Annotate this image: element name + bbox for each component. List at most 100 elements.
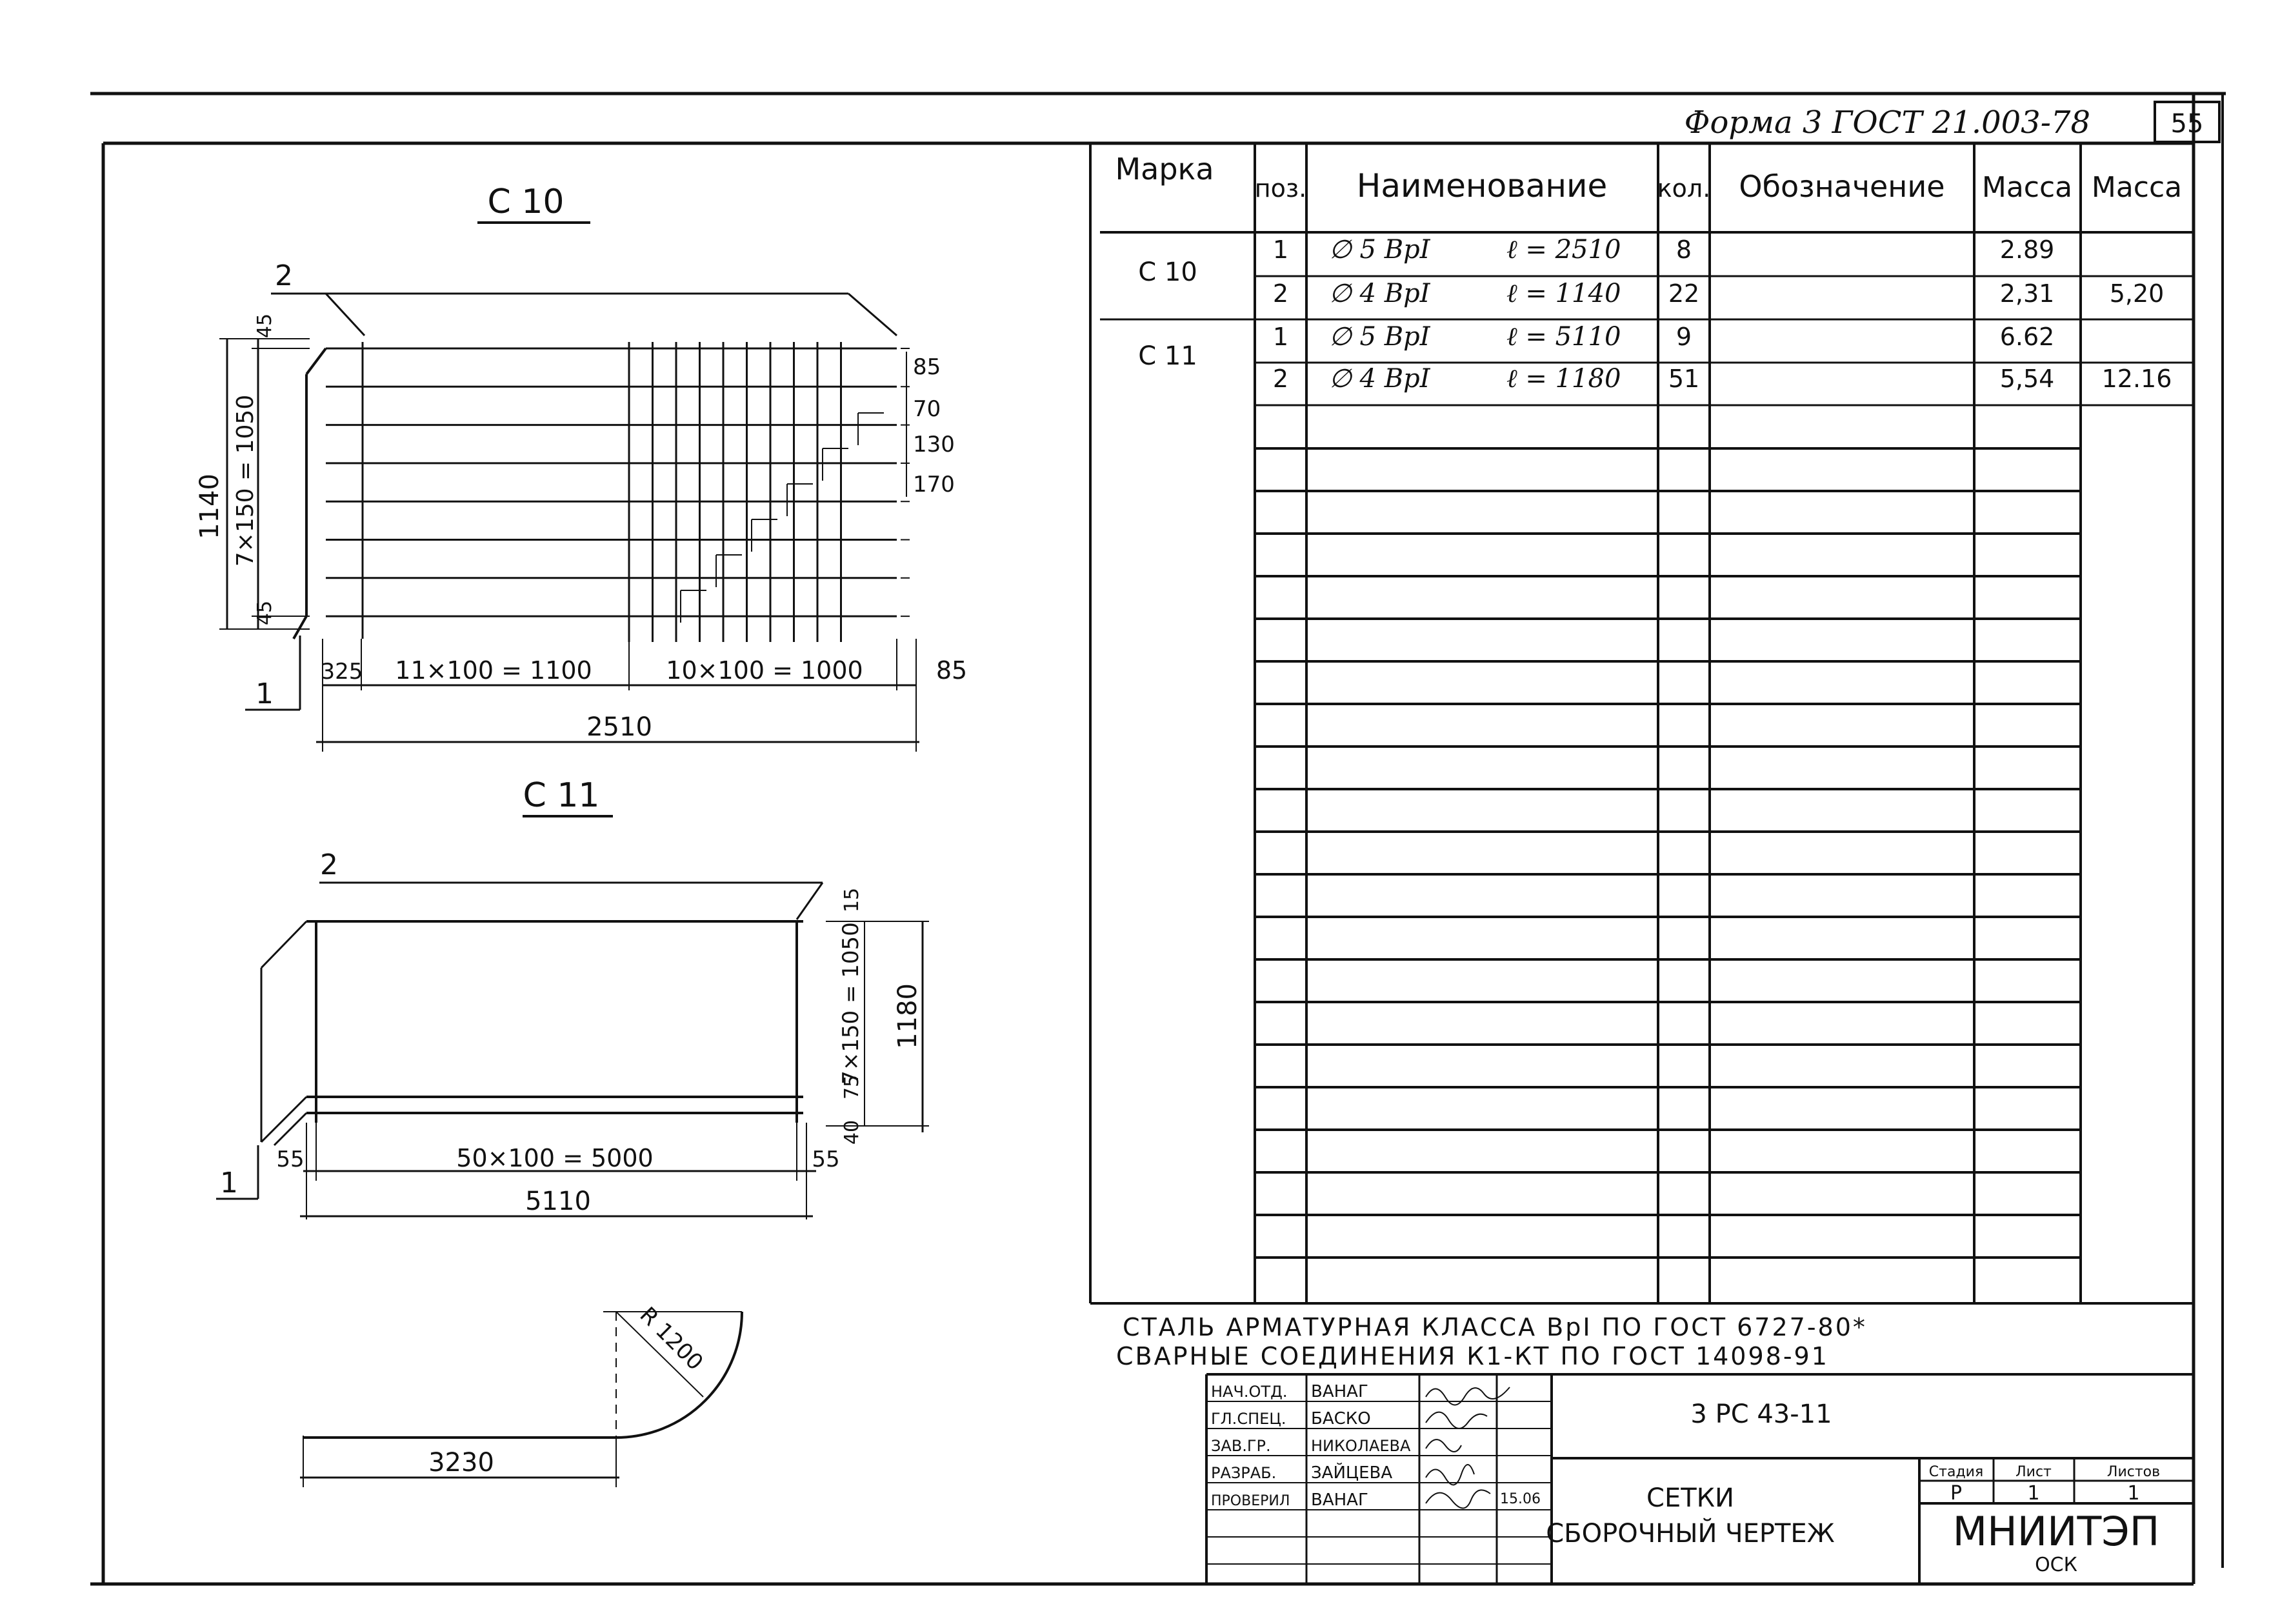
spec-table: Марка поз. Наименование кол. Обозначение… <box>1089 143 2194 1305</box>
row-4-qty: 51 <box>1668 365 1699 393</box>
name-2: БАСКО <box>1311 1409 1371 1429</box>
c10-dim-top-offset: 45 <box>254 314 276 338</box>
c11-dim-right-offset: 55 <box>812 1147 839 1172</box>
row-1-pos: 1 <box>1273 236 1288 264</box>
c11-callout-2: 2 <box>320 848 338 881</box>
c10-dim-right-group: 10×100 = 1000 <box>666 656 863 685</box>
c10-dashed-grid <box>839 348 916 617</box>
c11-dim-total-height: 1180 <box>893 983 923 1049</box>
row-4-total: 12.16 <box>2102 365 2172 393</box>
row-4-pos: 2 <box>1273 365 1288 393</box>
table-row-lines <box>1090 275 2194 1305</box>
row-3-name: ∅ 5 ВрI <box>1329 322 1431 352</box>
c11-dim-group: 50×100 = 5000 <box>456 1144 653 1172</box>
role-4: РАЗРАБ. <box>1211 1464 1276 1482</box>
c11-dim-rows: 7×150 = 1050 <box>838 922 864 1085</box>
row-4-name: ∅ 4 ВрI <box>1329 364 1431 394</box>
title-block-row-lines <box>1206 1401 1552 1565</box>
row-2-total: 5,20 <box>2110 279 2165 308</box>
header-mass-total: Масса <box>2092 171 2182 204</box>
c11-callout-1: 1 <box>220 1167 238 1199</box>
bend-detail: R 1200 3230 <box>300 1302 743 1487</box>
c10-longitudinal-bars <box>326 347 897 617</box>
c10-dim-right-offset: 85 <box>936 656 967 685</box>
sheet-number: 55 <box>2171 109 2204 139</box>
row-2-qty: 22 <box>1668 279 1699 308</box>
row-1-qty: 8 <box>1676 236 1692 264</box>
drawing-c11: С 11 2 15 7×150 = 1050 75 40 1180 55 50×… <box>216 776 929 1219</box>
row-3-qty: 9 <box>1676 323 1692 351</box>
c10-dim-total-length: 2510 <box>586 712 652 742</box>
name-1: ВАНАГ <box>1311 1382 1368 1401</box>
c11-dim-bottom-b: 40 <box>841 1120 863 1145</box>
row-1-mass: 2.89 <box>2000 236 2055 264</box>
c11-dim-top-offset: 15 <box>841 888 863 912</box>
row-4-mass: 5,54 <box>2000 365 2055 393</box>
c11-dim-left-offset: 55 <box>276 1147 304 1172</box>
row-2-pos: 2 <box>1273 279 1288 308</box>
title-line-2: СБОРОЧНЫЙ ЧЕРТЕЖ <box>1546 1518 1835 1549</box>
row-3-mark: С 11 <box>1138 341 1197 371</box>
c10-callout-2: 2 <box>275 259 293 292</box>
c10-dim-left-offset: 325 <box>321 659 363 685</box>
c10-callout-1: 1 <box>255 677 274 710</box>
header-pos: поз. <box>1255 174 1306 203</box>
header-name: Наименование <box>1357 167 1608 205</box>
title-line-1: СЕТКИ <box>1646 1483 1734 1513</box>
sheets-label: Листов <box>2107 1464 2160 1480</box>
row-2-mass: 2,31 <box>2000 279 2055 308</box>
header-mass-item: Масса <box>1982 171 2072 204</box>
drawing-c10: С 10 2 1140 7×150 = 1050 45 45 85 70 130 <box>195 183 967 752</box>
org-subdivision: ОСК <box>2035 1554 2077 1576</box>
name-5: ВАНАГ <box>1311 1490 1368 1510</box>
name-4: ЗАЙЦЕВА <box>1311 1462 1392 1483</box>
c10-right-dim-2: 70 <box>913 396 941 422</box>
bend-radius-label: R 1200 <box>635 1302 708 1376</box>
header-qty: кол. <box>1657 174 1711 203</box>
row-1-mark: С 10 <box>1138 257 1197 287</box>
notes: СТАЛЬ АРМАТУРНАЯ КЛАССА ВрI ПО ГОСТ 6727… <box>1116 1313 1867 1370</box>
note-line-1: СТАЛЬ АРМАТУРНАЯ КЛАССА ВрI ПО ГОСТ 6727… <box>1123 1313 1867 1341</box>
c10-right-dim-4: 170 <box>913 472 955 497</box>
sheet-value: 1 <box>2027 1482 2039 1505</box>
c11-dim-bottom-a: 75 <box>841 1075 863 1099</box>
c10-dim-bottom-offset: 45 <box>254 601 276 625</box>
header-mark: Марка <box>1115 152 1214 186</box>
role-3: ЗАВ.ГР. <box>1211 1437 1271 1455</box>
sign-date: 15.06 <box>1500 1491 1541 1507</box>
stage-label: Стадия <box>1929 1464 1983 1480</box>
bend-length-label: 3230 <box>428 1448 494 1478</box>
row-1-name: ∅ 5 ВрI <box>1329 235 1431 265</box>
role-1: НАЧ.ОТД. <box>1211 1383 1287 1401</box>
c10-title: С 10 <box>487 183 564 221</box>
c11-title: С 11 <box>523 776 599 815</box>
c10-transverse-bars <box>361 342 842 642</box>
row-2-name: ∅ 4 ВрI <box>1329 279 1431 308</box>
row-1-length: ℓ = 2510 <box>1506 235 1621 265</box>
row-3-pos: 1 <box>1273 323 1288 351</box>
header-designation: Обозначение <box>1739 169 1945 204</box>
sheet-frame <box>90 92 2226 1586</box>
c10-dim-left-group: 11×100 = 1100 <box>395 656 592 685</box>
role-2: ГЛ.СПЕЦ. <box>1211 1410 1286 1428</box>
note-line-2: СВАРНЫЕ СОЕДИНЕНИЯ К1-КТ ПО ГОСТ 14098-9… <box>1116 1342 1829 1370</box>
c10-ladder-dims <box>680 412 884 623</box>
row-4-length: ℓ = 1180 <box>1506 364 1621 394</box>
row-3-length: ℓ = 5110 <box>1506 322 1621 352</box>
row-3-mass: 6.62 <box>2000 323 2055 351</box>
document-code: 3 РС 43-11 <box>1690 1399 1832 1429</box>
role-5: ПРОВЕРИЛ <box>1211 1493 1290 1509</box>
stage-value: Р <box>1950 1482 1962 1505</box>
org-name: МНИИТЭП <box>1953 1508 2160 1555</box>
signatures <box>1425 1387 1510 1509</box>
sheet-label: Лист <box>2015 1464 2052 1480</box>
name-3: НИКОЛАЕВА <box>1311 1437 1411 1455</box>
c10-right-dim-1: 85 <box>913 354 941 380</box>
c10-dim-total-height: 1140 <box>195 474 225 539</box>
title-block: НАЧ.ОТД. ГЛ.СПЕЦ. ЗАВ.ГР. РАЗРАБ. ПРОВЕР… <box>1205 1373 2194 1584</box>
form-label: Форма 3 ГОСТ 21.003-78 <box>1685 105 2090 141</box>
sheets-value: 1 <box>2127 1482 2139 1505</box>
row-2-length: ℓ = 1140 <box>1506 279 1621 308</box>
c11-dim-total-length: 5110 <box>525 1187 591 1216</box>
